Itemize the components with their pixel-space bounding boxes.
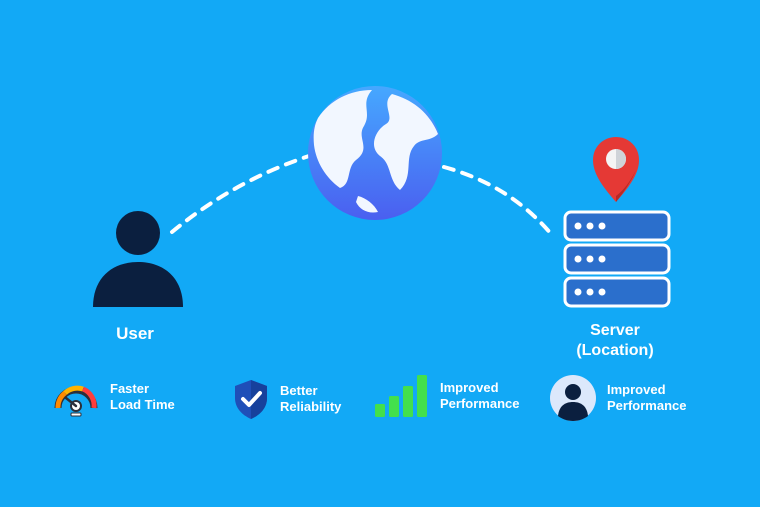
feature-line2: Reliability — [280, 399, 342, 414]
feature-improved-performance-bars: Improved Performance — [374, 374, 519, 418]
feature-line2: Load Time — [110, 397, 175, 412]
feature-line2: Performance — [607, 398, 687, 413]
feature-text: Improved Performance — [440, 380, 519, 412]
feature-line1: Better — [280, 383, 318, 398]
feature-line1: Faster — [110, 381, 150, 396]
server-rack-icon — [563, 210, 671, 308]
feature-line1: Improved — [607, 382, 666, 397]
shield-check-icon — [235, 380, 267, 419]
connection-user-globe — [170, 153, 314, 234]
feature-better-reliability: Better Reliability — [232, 378, 341, 420]
feature-text: Improved Performance — [607, 382, 686, 414]
server-label-line1: Server — [590, 322, 640, 339]
user-avatar-icon — [550, 375, 596, 421]
feature-faster-load-time: Faster Load Time — [52, 376, 175, 418]
feature-text: Faster Load Time — [110, 381, 175, 413]
location-pin-icon — [593, 137, 639, 202]
user-icon — [93, 211, 183, 307]
server-label: Server (Location) — [555, 321, 675, 361]
feature-improved-performance-user: Improved Performance — [549, 374, 686, 422]
server-label-line2: (Location) — [576, 342, 654, 359]
feature-line2: Performance — [440, 396, 520, 411]
feature-text: Better Reliability — [280, 383, 341, 415]
globe-icon — [308, 86, 442, 220]
signal-bars-icon — [375, 375, 427, 417]
connection-globe-server — [442, 165, 554, 237]
speedometer-icon — [54, 385, 98, 417]
user-label: User — [116, 324, 154, 343]
feature-line1: Improved — [440, 380, 499, 395]
